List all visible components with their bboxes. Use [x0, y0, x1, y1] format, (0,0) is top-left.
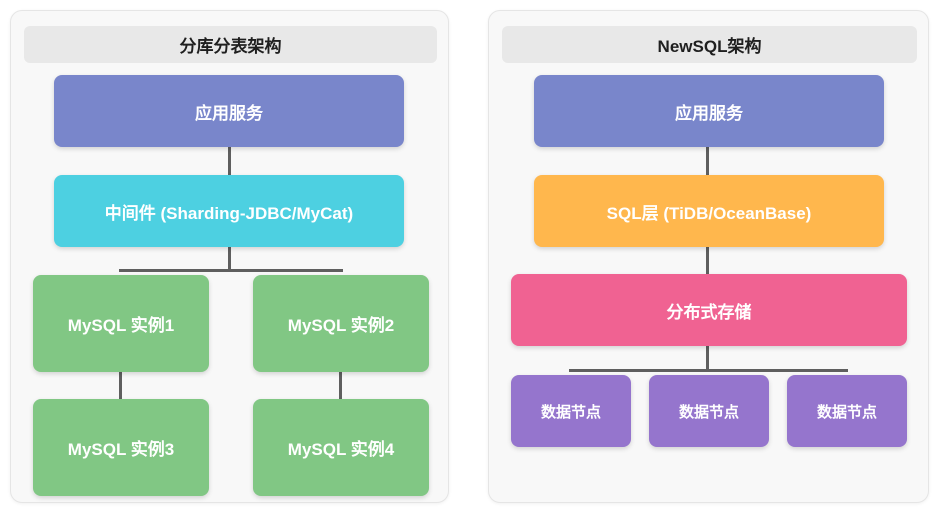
middleware-node: 中间件 (Sharding-JDBC/MyCat): [54, 175, 404, 247]
sharding-architecture-panel: 分库分表架构 应用服务 中间件 (Sharding-JDBC/MyCat) My…: [10, 10, 449, 503]
connector-storage-stem: [706, 346, 709, 372]
data-node-3: 数据节点: [787, 375, 907, 447]
distributed-storage-node: 分布式存储: [511, 274, 907, 346]
mysql-instance-4-node: MySQL 实例4: [253, 399, 429, 496]
connector-middleware-stem: [228, 247, 231, 272]
connector-storage-branch: [569, 369, 848, 372]
connector-app-to-middleware: [228, 147, 231, 175]
connector-app-to-sql-layer: [706, 147, 709, 175]
newsql-panel-title: NewSQL架构: [657, 37, 762, 56]
newsql-panel-title-bar: NewSQL架构: [502, 26, 917, 63]
app-service-node: 应用服务: [54, 75, 404, 147]
sharding-panel-title-bar: 分库分表架构: [24, 26, 437, 63]
connector-mysql2-to-mysql4: [339, 372, 342, 399]
mysql-instance-1-node: MySQL 实例1: [33, 275, 209, 372]
connector-mysql1-to-mysql3: [119, 372, 122, 399]
data-node-1: 数据节点: [511, 375, 631, 447]
mysql-instance-2-node: MySQL 实例2: [253, 275, 429, 372]
mysql-instance-3-node: MySQL 实例3: [33, 399, 209, 496]
newsql-app-service-node: 应用服务: [534, 75, 884, 147]
data-node-2: 数据节点: [649, 375, 769, 447]
connector-sql-to-storage: [706, 247, 709, 274]
connector-middleware-branch: [119, 269, 343, 272]
sharding-panel-title: 分库分表架构: [179, 37, 282, 56]
sql-layer-node: SQL层 (TiDB/OceanBase): [534, 175, 884, 247]
newsql-architecture-panel: NewSQL架构 应用服务 SQL层 (TiDB/OceanBase) 分布式存…: [488, 10, 929, 503]
